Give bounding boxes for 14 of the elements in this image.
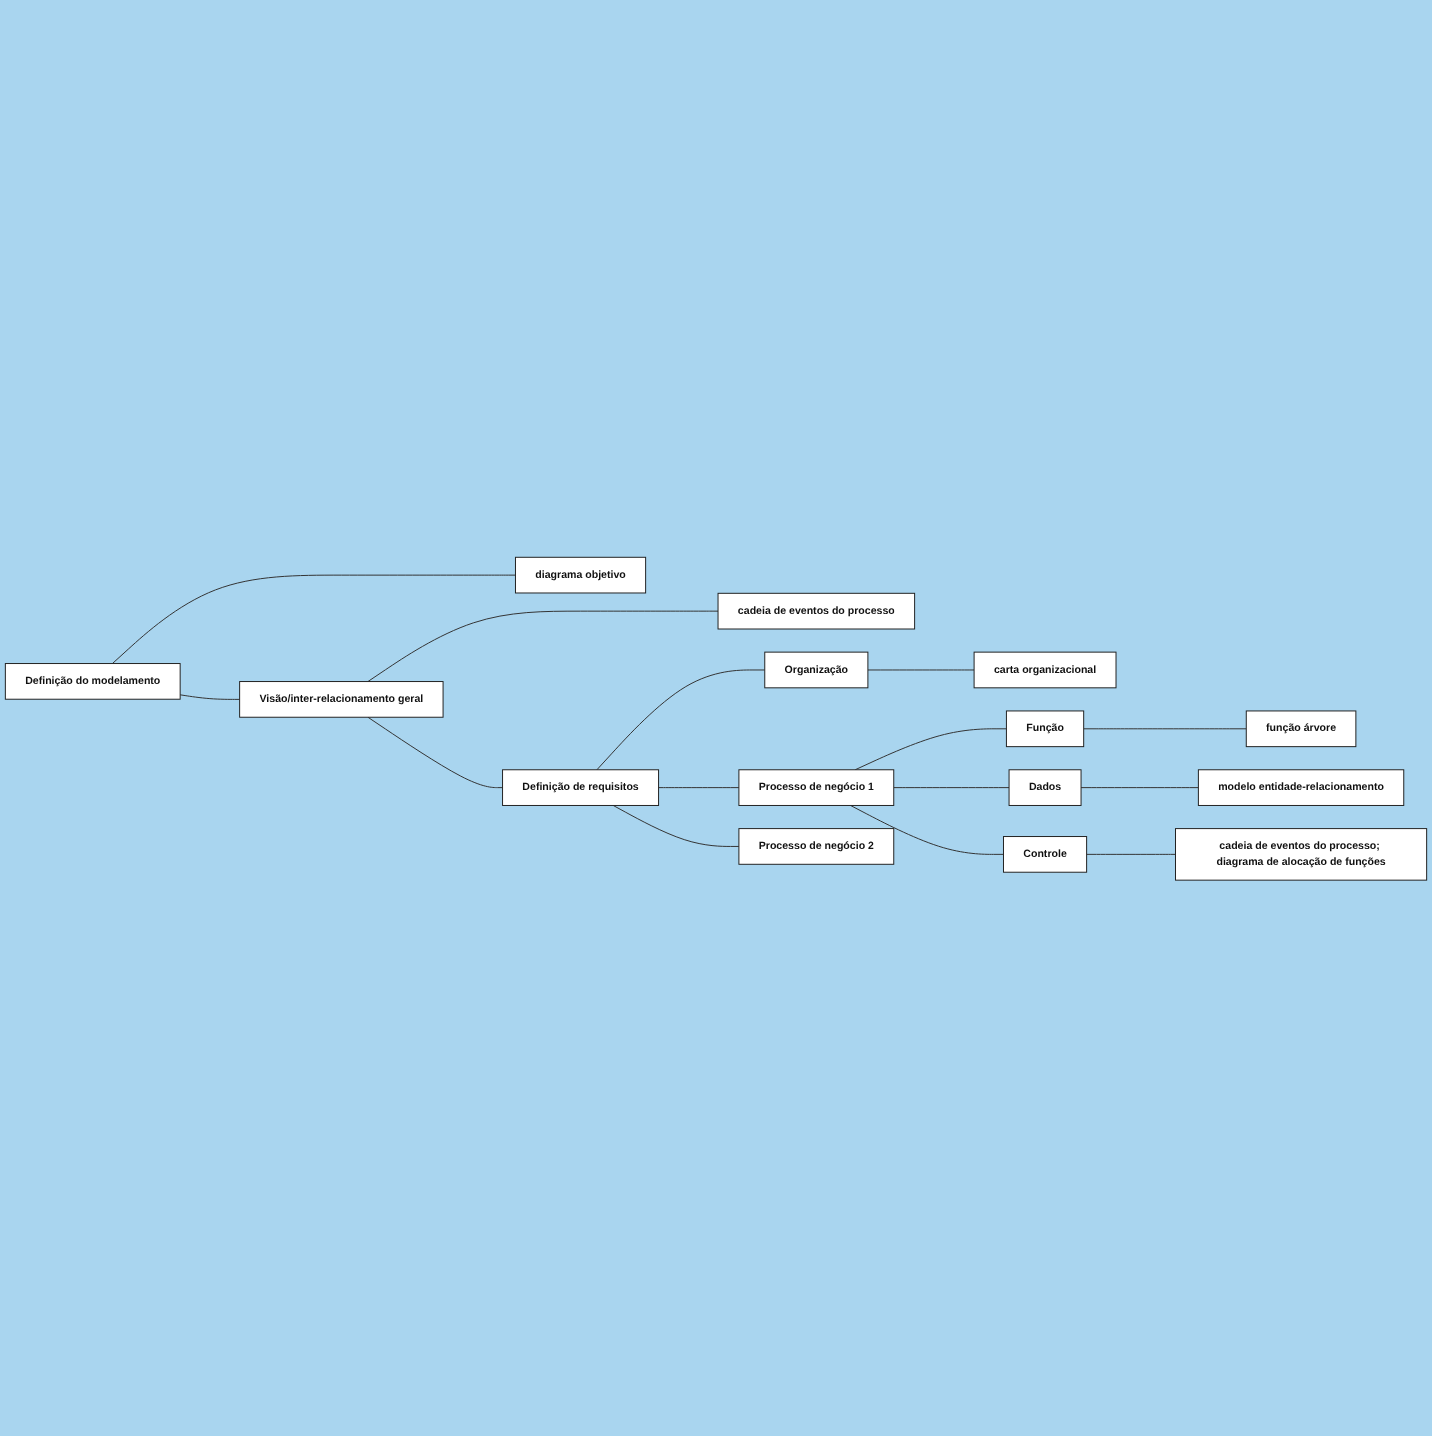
connector — [1083, 727, 1247, 729]
connector — [367, 716, 504, 788]
connector — [596, 668, 766, 770]
connector — [850, 804, 1004, 855]
connector — [1086, 853, 1176, 855]
connector — [111, 573, 516, 664]
connector — [854, 727, 1007, 770]
connector — [893, 786, 1010, 788]
connector — [867, 668, 975, 670]
connector — [612, 804, 740, 847]
connector — [179, 693, 241, 700]
connector — [658, 786, 740, 788]
connector — [367, 609, 719, 682]
connector — [1080, 786, 1199, 788]
